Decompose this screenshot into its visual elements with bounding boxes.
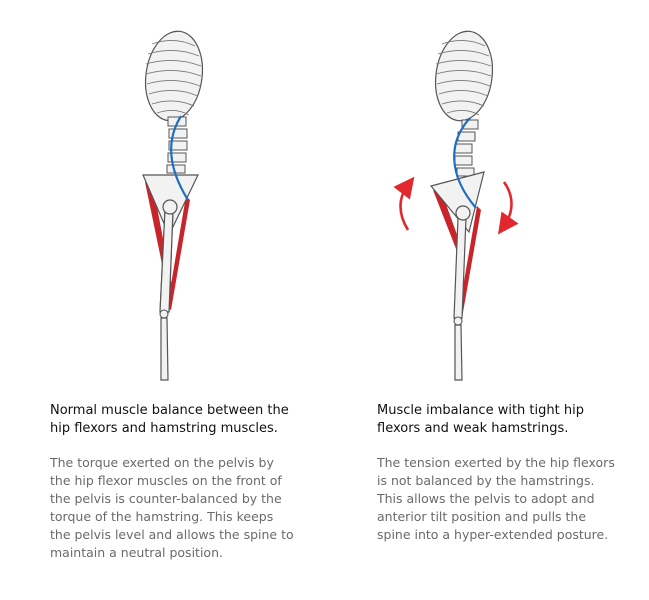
knee-joint-normal — [159, 309, 169, 319]
hip-joint-imbalance — [455, 205, 471, 221]
posture-illustration — [142, 30, 519, 381]
caption-body-normal: The torque exerted on the pelvis by the … — [50, 455, 294, 560]
imbalance-posture-figure — [393, 30, 519, 381]
anterior-tilt-arrow-left — [393, 176, 415, 231]
spine-curve-normal — [170, 115, 189, 201]
ribcage-imbalance — [434, 30, 494, 122]
ribcage-normal — [144, 30, 204, 122]
caption-title-imbalance: Muscle imbalance with tight hip flexors … — [377, 403, 584, 436]
hamstring-muscle-normal — [167, 196, 190, 310]
caption-body-imbalance: The tension exerted by the hip flexors i… — [377, 455, 615, 542]
caption-normal: Normal muscle balance between the hip fl… — [50, 402, 300, 562]
caption-imbalance: Muscle imbalance with tight hip flexors … — [377, 402, 627, 544]
caption-title-normal: Normal muscle balance between the hip fl… — [50, 403, 289, 436]
hamstring-muscle-imbalance — [458, 206, 481, 318]
anterior-tilt-arrow-right — [497, 181, 519, 235]
spine-curve-imbalance — [453, 117, 477, 209]
tibia-normal — [160, 317, 169, 381]
knee-joint-imbalance — [453, 316, 463, 326]
hip-joint-normal — [162, 199, 178, 215]
lumbar-vertebrae-imbalance — [454, 119, 479, 177]
tibia-imbalance — [454, 324, 463, 381]
normal-posture-figure — [142, 30, 204, 381]
